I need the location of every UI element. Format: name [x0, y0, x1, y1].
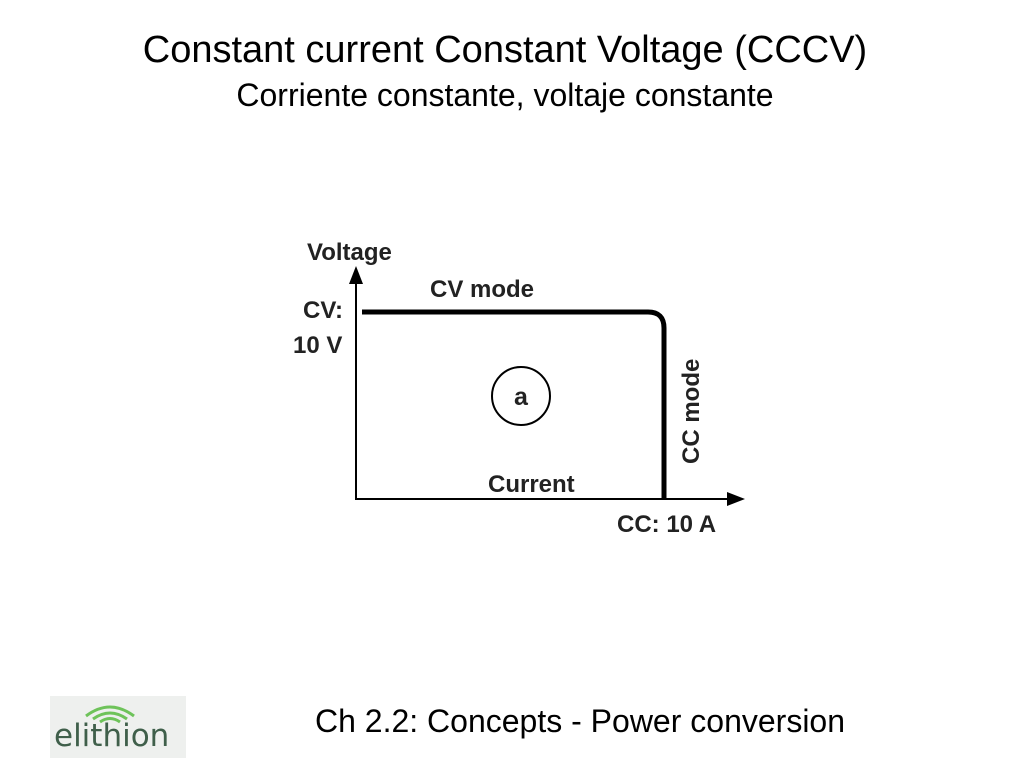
logo-arcs-icon: [85, 705, 135, 724]
region-label: a: [514, 383, 529, 411]
y-axis-arrowhead: [349, 266, 363, 284]
elithion-logo: elithion: [50, 696, 186, 758]
logo-text: elithion: [54, 718, 170, 754]
slide-footer: Ch 2.2: Concepts - Power conversion: [314, 703, 846, 739]
cccv-curve: [362, 309, 667, 499]
slide-subtitle: Corriente constante, voltaje constante: [236, 77, 774, 113]
region-circle: [491, 366, 551, 426]
x-axis-arrowhead: [727, 492, 745, 506]
cv-label-line1: CV:: [303, 297, 343, 324]
y-axis-label: Voltage: [307, 239, 392, 266]
cc-mode-label: CC mode: [678, 359, 705, 464]
x-axis-label: Current: [488, 471, 575, 498]
cv-label-line2: 10 V: [293, 332, 342, 359]
slide-title: Constant current Constant Voltage (CCCV): [142, 29, 868, 71]
cc-label: CC: 10 A: [617, 511, 716, 538]
cv-mode-label: CV mode: [430, 276, 534, 303]
